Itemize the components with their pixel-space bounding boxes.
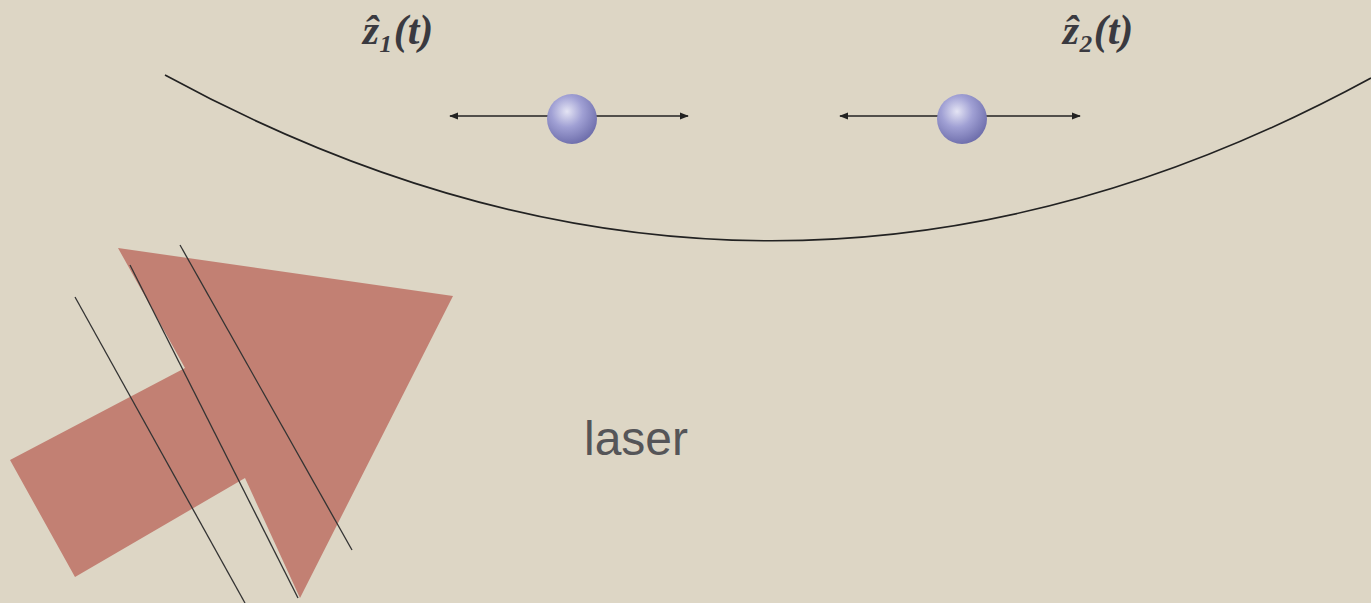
ion xyxy=(547,94,597,144)
coordinate-label: ẑ₁(t) xyxy=(363,6,434,54)
ion xyxy=(937,94,987,144)
laser-label: laser xyxy=(584,411,688,466)
wavefront xyxy=(75,297,245,603)
label-anchor: laser xyxy=(584,411,688,466)
trap-potential xyxy=(165,75,1371,241)
label-anchor: ẑ₂(t) xyxy=(1063,6,1134,54)
wavefront xyxy=(130,265,298,598)
coordinate-label: ẑ₂(t) xyxy=(1063,6,1134,54)
wavefront xyxy=(180,245,352,550)
label-anchor: ẑ₁(t) xyxy=(363,6,434,54)
